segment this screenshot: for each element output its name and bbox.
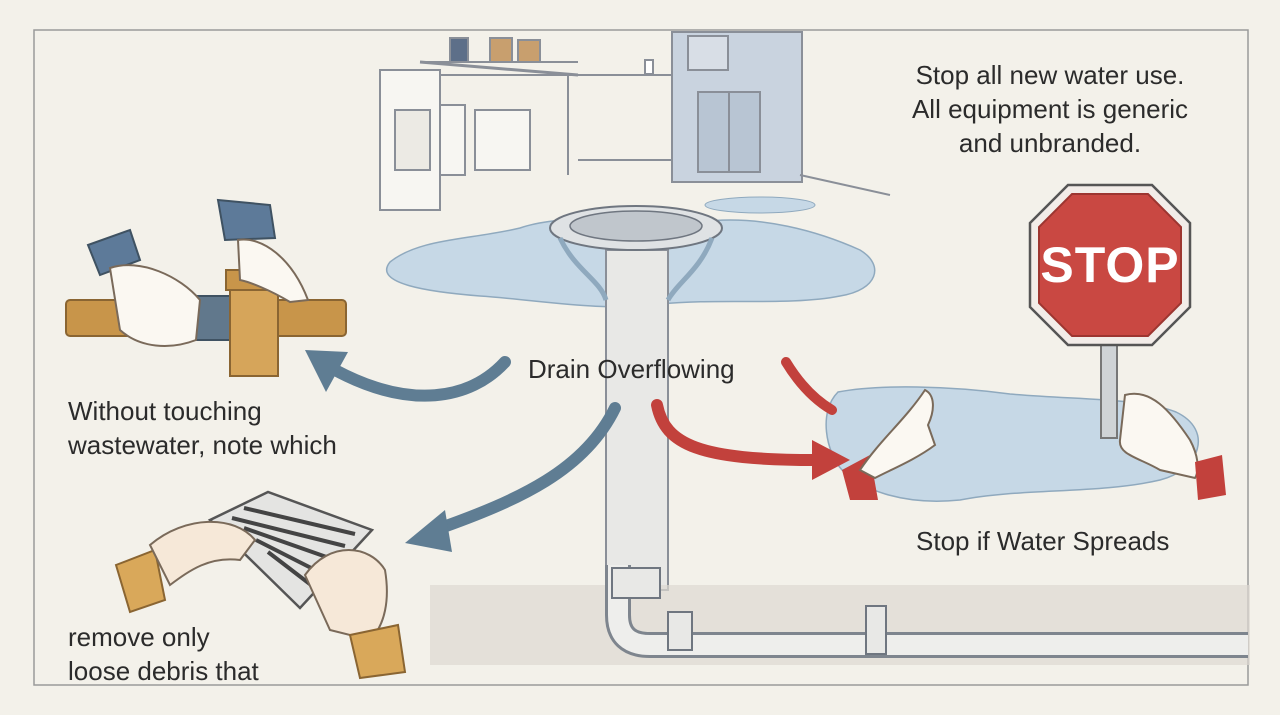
grate-with-hands	[114, 490, 407, 680]
red-flow-accent	[781, 357, 837, 415]
puddle-splash	[704, 196, 816, 214]
spreading-water	[825, 386, 1226, 502]
floor-drain	[549, 205, 723, 591]
debris-instruction-line-2: loose debris that	[68, 656, 259, 686]
arrow-to-grate	[405, 402, 621, 552]
notice-line-3: and unbranded.	[958, 128, 1142, 158]
debris-instruction-line-1: remove only	[68, 622, 210, 652]
valve-instruction: Without touching wastewater, note which	[68, 394, 337, 462]
pipe-valve-with-hands	[65, 198, 347, 377]
drain-overflowing-label: Drain Overflowing	[528, 354, 735, 384]
frame	[33, 29, 1249, 686]
valve-instruction-line-2: wastewater, note which	[68, 430, 337, 460]
notice-line-1: Stop all new water use.	[915, 60, 1185, 90]
spreading-water-label: Stop if Water Spreads	[916, 526, 1170, 556]
stop-sign-text: STOP	[1040, 237, 1180, 293]
stop-sign	[1028, 183, 1192, 439]
arrow-to-valve	[305, 350, 511, 402]
notice-line-2: All equipment is generic	[911, 94, 1189, 124]
debris-instruction: remove only loose debris that	[68, 620, 259, 688]
notice-block: Stop all new water use. All equipment is…	[880, 58, 1220, 160]
drain-pipe	[430, 565, 1250, 665]
arrow-to-spreading-water	[651, 399, 850, 480]
room-background	[379, 31, 891, 211]
valve-instruction-line-1: Without touching	[68, 396, 262, 426]
